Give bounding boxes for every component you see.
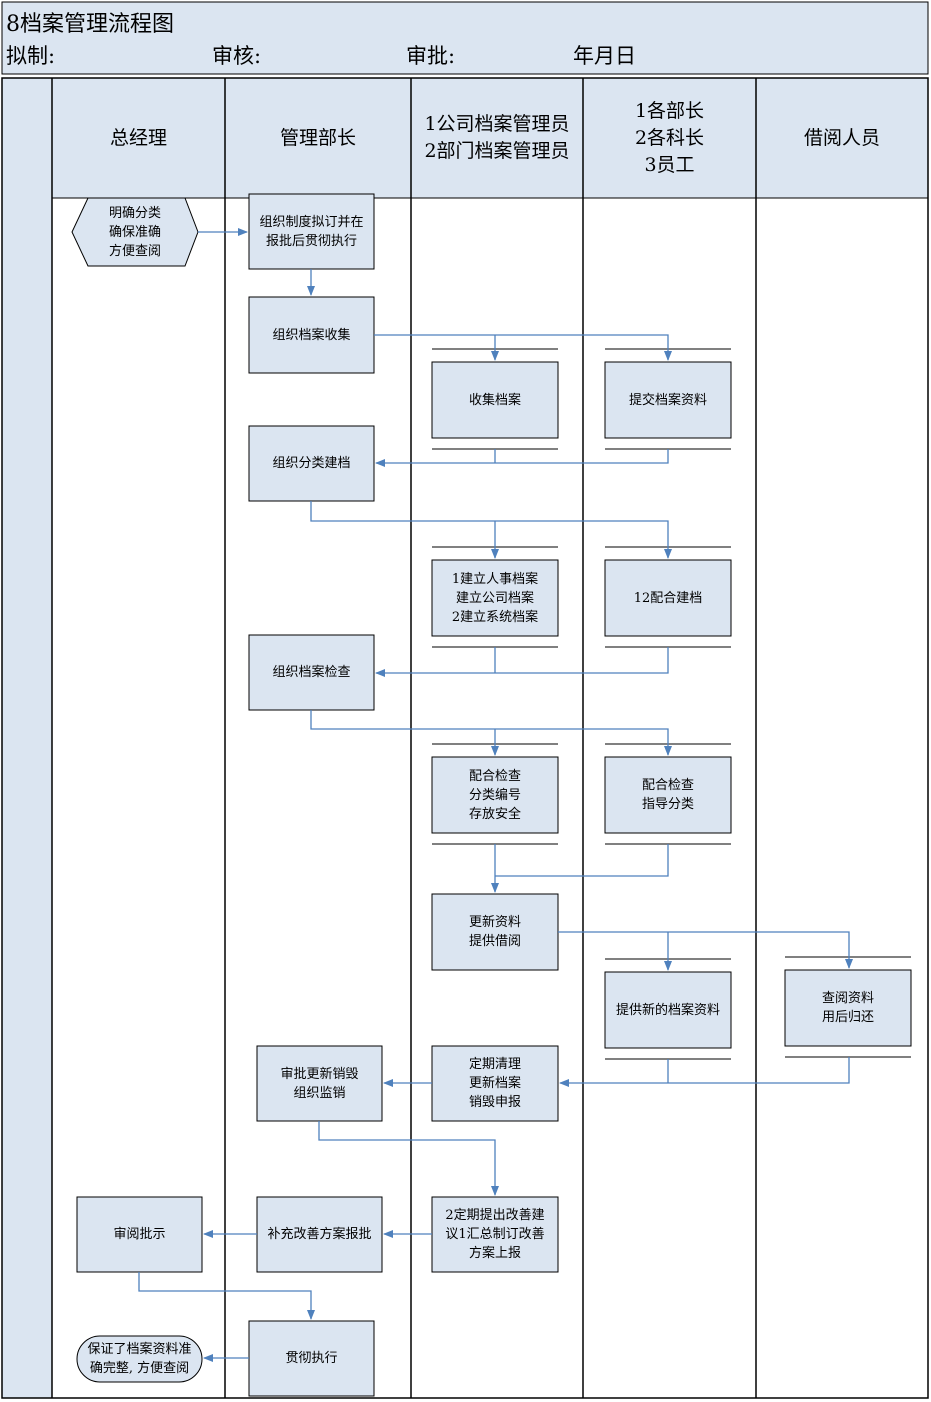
node-borrow: 查阅资料 用后归还 [821, 991, 874, 1025]
box-supplement [256, 1196, 383, 1273]
drafted-label: 拟制: [6, 44, 56, 68]
node-collect: 收集档案 [468, 392, 521, 408]
lane-departments: 1各部长 2各科长 3员工 [634, 99, 705, 176]
arrow-check-to-dept [310, 710, 672, 756]
lane-general-manager: 总经理 [109, 126, 167, 149]
box-org-classify [248, 425, 375, 502]
arrow-update-to-borrow [558, 931, 853, 969]
box-borrow [784, 969, 912, 1047]
box-check-admin [431, 756, 559, 834]
start-hexagon [71, 197, 199, 267]
arrow-approve-to-suggest [318, 1121, 499, 1196]
lane-admin-head: 管理部长 [279, 126, 356, 149]
pool-strip [1, 77, 53, 1399]
node-execute: 贯彻执行 [285, 1351, 338, 1366]
arrow-review-to-execute [138, 1272, 315, 1320]
box-cooperate-build [604, 559, 732, 637]
node-suggest: 2定期提出改善建 议1汇总制订改善 方案上报 [445, 1208, 545, 1261]
box-check-dept [604, 756, 732, 834]
arrow-borrow-to-clean [559, 1057, 850, 1087]
reviewed-label: 审核: [212, 44, 262, 68]
node-clean: 定期清理 更新档案 销毁申报 [468, 1057, 521, 1110]
lane-borrowers: 借阅人员 [803, 126, 880, 149]
arrow-build-to-check [375, 647, 669, 677]
node-org-check: 组织档案检查 [272, 665, 351, 680]
node-start: 明确分类 确保准确 方便查阅 [108, 205, 161, 259]
box-collect [431, 361, 559, 439]
node-submit: 提交档案资料 [628, 392, 707, 408]
header-band [1, 1, 929, 75]
box-new-files [604, 971, 732, 1049]
pool-border [1, 77, 929, 1399]
node-supplement: 补充改善方案报批 [267, 1227, 372, 1242]
node-review: 审阅批示 [113, 1227, 166, 1242]
node-build: 1建立人事档案 建立公司档案 2建立系统档案 [451, 571, 539, 625]
arrow-submit-to-classify [375, 449, 669, 467]
node-check-admin: 配合检查 分类编号 存放安全 [468, 768, 521, 822]
node-update: 更新资料 提供借阅 [468, 915, 521, 949]
page-title: 8档案管理流程图 [6, 12, 174, 37]
node-org-system: 组织制度拟订并在 报批后贯彻执行 [259, 214, 364, 249]
date-label: 年月日 [573, 44, 636, 68]
box-org-system [248, 193, 375, 270]
node-end: 保证了档案资料准 确完整, 方便查阅 [87, 1342, 192, 1376]
box-approve-destroy [256, 1045, 383, 1122]
approved-label: 审批: [406, 44, 456, 68]
box-clean [431, 1045, 559, 1122]
lane-header-band [52, 78, 928, 198]
box-update [431, 893, 559, 971]
node-check-dept: 配合检查 指导分类 [641, 778, 694, 812]
box-suggest [431, 1196, 559, 1273]
node-cooperate-build: 12配合建档 [633, 590, 703, 606]
arrow-collect-to-submit [374, 334, 672, 361]
line-dept-to-update [495, 844, 669, 877]
box-org-collect [248, 296, 375, 374]
box-build [431, 559, 559, 637]
node-org-collect: 组织档案收集 [272, 327, 351, 343]
box-submit [604, 361, 732, 439]
box-review [76, 1196, 203, 1273]
node-approve-destroy: 审批更新销毁 组织监销 [280, 1066, 359, 1101]
end-terminator [76, 1335, 203, 1383]
node-new-files: 提供新的档案资料 [615, 1002, 720, 1018]
node-org-classify: 组织分类建档 [272, 456, 351, 471]
lane-archivists: 1公司档案管理员 2部门档案管理员 [424, 113, 570, 162]
arrow-classify-to-dept [310, 501, 672, 559]
